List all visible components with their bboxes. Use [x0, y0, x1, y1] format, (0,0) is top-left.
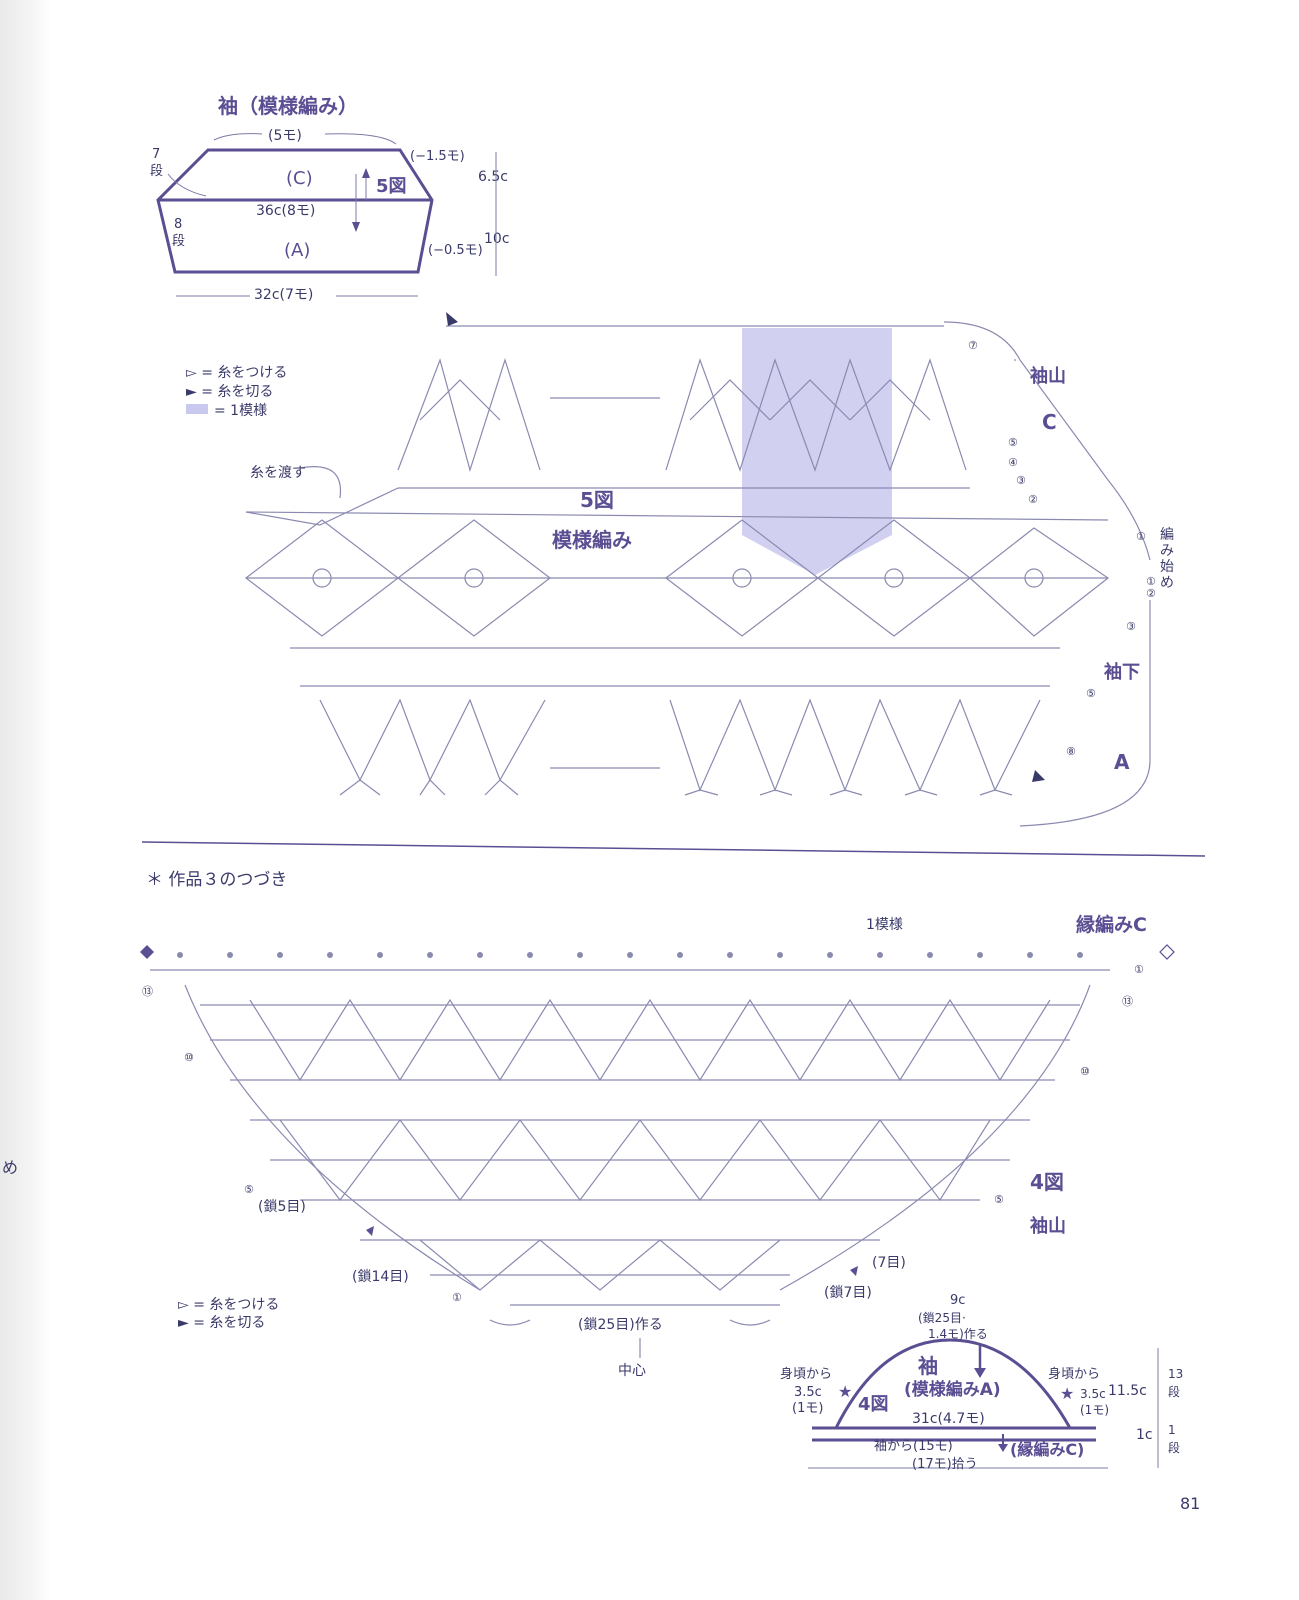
row-3b: ③ [1126, 620, 1136, 633]
top-chain: (鎖25目· [918, 1311, 966, 1325]
rows-1: 1 [1168, 1423, 1176, 1437]
bottom-width: 32c(7モ) [254, 287, 314, 303]
figure-4-sublabel: 袖山 [1030, 1216, 1066, 1237]
row-2b: ② [1146, 587, 1156, 600]
section-a-label: A [1114, 750, 1130, 774]
width-31c: 31c(4.7モ) [912, 1411, 985, 1427]
left-1-mo: (1モ) [792, 1401, 824, 1416]
chain-7-label: (鎖7目) [824, 1285, 872, 1301]
binding-gutter [0, 0, 52, 1600]
top-made: 1.4モ)作る [928, 1327, 988, 1341]
edging-c-ref: (縁編みC) [1010, 1440, 1085, 1459]
figure-5-label: 5図 [580, 488, 614, 512]
section-c: (C) [286, 168, 313, 189]
continuation-heading: ＊ 作品３のつづき [146, 870, 288, 890]
right-1-mo: (1モ) [1080, 1403, 1109, 1417]
sleeve2-sub: (模様編みA) [904, 1380, 1001, 1400]
pick-up-1: 袖から(15モ) [874, 1439, 953, 1454]
one-repeat-label: 1模様 [866, 917, 903, 933]
right-star-icon: ★ [1060, 1384, 1075, 1403]
row-1b: ① [1146, 575, 1156, 588]
figure-5-ref: 5図 [376, 176, 407, 197]
sleeve2-title: 袖 [918, 1354, 938, 1378]
figure-4-label: 4図 [1030, 1170, 1064, 1194]
row-13-left: ⑬ [142, 985, 153, 998]
row-1-right: ① [1134, 963, 1144, 976]
rows-7: 7 [152, 147, 161, 162]
start-4: め [1160, 575, 1174, 591]
decrease-bottom: (−0.5モ) [428, 243, 483, 258]
rows-13: 13 [1168, 1367, 1184, 1381]
rows-7-label: 段 [150, 164, 164, 179]
rows-13-label: 段 [1168, 1385, 1181, 1399]
figure4-chart [150, 969, 1110, 1358]
sleeve2-outline [834, 1338, 1072, 1429]
center-label: 中心 [618, 1363, 646, 1379]
start-2: み [1160, 543, 1174, 559]
foundation-chain-label: (鎖25目)作る [578, 1317, 663, 1333]
page-number: 81 [1180, 1494, 1201, 1513]
row-8b: ⑧ [1066, 745, 1076, 758]
carry-yarn-label: 糸を渡す [250, 465, 306, 481]
row-5-right: ⑤ [994, 1193, 1004, 1206]
left-star-icon: ★ [838, 1382, 853, 1401]
right-3-5c: 3.5c [1080, 1387, 1106, 1401]
sleeve-title: 袖（模様編み） [218, 94, 358, 118]
row-7: ⑦ [968, 339, 978, 352]
legend-cut: ► = 糸を切る [186, 384, 274, 400]
figure5-chart [245, 321, 1151, 827]
sleeve-outline [156, 148, 434, 274]
row-10-left: ⑩ [184, 1051, 194, 1064]
row-5-left: ⑤ [244, 1183, 254, 1196]
rows-1-label: 段 [1168, 1441, 1181, 1455]
mid-width: 36c(8モ) [256, 203, 316, 219]
row-10-right: ⑩ [1080, 1065, 1090, 1078]
row-1-left: ① [452, 1291, 462, 1304]
chain-5-label: (鎖5目) [258, 1199, 306, 1215]
section-a: (A) [284, 240, 311, 261]
legend2-attach: ▻ = 糸をつける [178, 1297, 280, 1313]
left-3-5c: 3.5c [794, 1385, 822, 1400]
row-5: ⑤ [1008, 436, 1018, 449]
row-4: ④ [1008, 456, 1018, 469]
height-top: 6.5c [478, 169, 508, 185]
figure-4-ref: 4図 [858, 1394, 889, 1415]
row-2: ② [1028, 493, 1038, 506]
legend-attach: ▻ = 糸をつける [186, 365, 288, 381]
figure-5-sublabel: 模様編み [552, 528, 632, 552]
sleeve-cap-label: 袖山 [1030, 366, 1066, 387]
top-width: (5モ) [268, 128, 302, 144]
height-11-5c: 11.5c [1108, 1383, 1147, 1399]
left-from-body: 身頃から [780, 1367, 833, 1382]
row-1a: ① [1136, 530, 1146, 543]
start-1: 編 [1160, 527, 1174, 543]
legend-repeat: = 1模様 [214, 403, 268, 419]
row-5b: ⑤ [1086, 687, 1096, 700]
legend2-cut: ► = 糸を切る [178, 1315, 266, 1331]
row-3: ③ [1016, 474, 1026, 487]
top-width-9c: 9c [950, 1293, 966, 1308]
seven-stitches-label: (7目) [872, 1255, 906, 1271]
edge-height-1c: 1c [1136, 1427, 1153, 1443]
decrease-top: (−1.5モ) [410, 149, 465, 164]
height-bottom: 10c [484, 231, 510, 247]
section-c-label: C [1042, 410, 1057, 434]
rows-8: 8 [174, 217, 183, 232]
underarm-label: 袖下 [1104, 662, 1140, 683]
row-13-right: ⑬ [1122, 995, 1133, 1008]
start-3: 始 [1160, 559, 1174, 575]
chain-14-label: (鎖14目) [352, 1269, 409, 1285]
rows-8-label: 段 [172, 234, 186, 249]
margin-char: め [2, 1158, 19, 1177]
pick-up-2: (17モ)拾う [912, 1457, 978, 1472]
right-from-body: 身頃から [1048, 1367, 1101, 1382]
edging-c-label: 縁編みC [1076, 914, 1147, 936]
